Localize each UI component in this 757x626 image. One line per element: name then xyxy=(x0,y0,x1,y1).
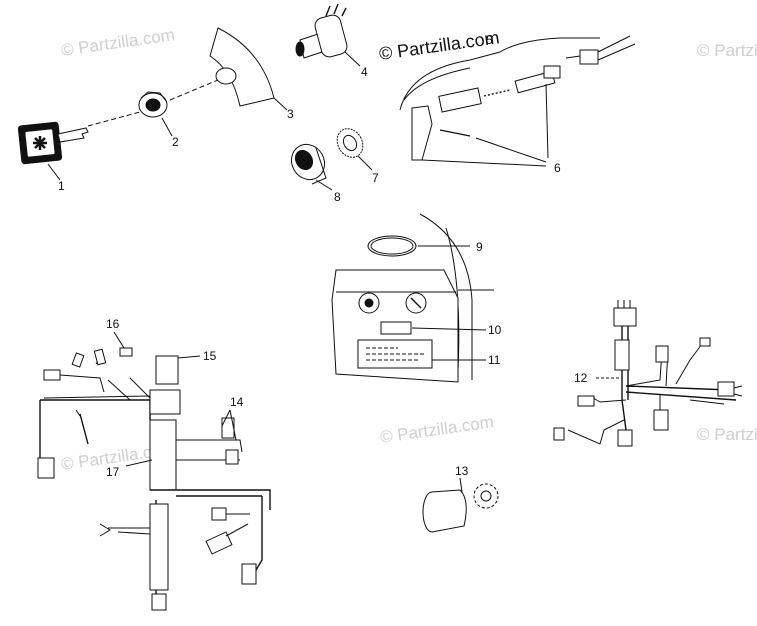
callout-15: 15 xyxy=(203,349,217,363)
callout-6: 6 xyxy=(554,161,561,175)
console-part xyxy=(331,213,494,383)
callout-7: 7 xyxy=(372,171,379,185)
nut-part xyxy=(138,91,168,118)
callout-10: 10 xyxy=(488,323,502,337)
callout-16: 16 xyxy=(106,317,120,331)
ring-nut-part xyxy=(290,143,327,185)
callout-3: 3 xyxy=(287,107,294,121)
throttle-switch-part xyxy=(399,35,636,161)
socket-part xyxy=(422,483,499,533)
watermark-bottom-right: © Partzilla.com xyxy=(697,425,757,444)
watermark-main: © Partzilla.com xyxy=(378,27,501,64)
callout-11: 11 xyxy=(488,353,501,367)
main-harness-part xyxy=(37,347,271,611)
key-part xyxy=(17,111,141,165)
callout-5: 5 xyxy=(486,33,493,47)
callout-4: 4 xyxy=(361,65,368,79)
callout-8: 8 xyxy=(334,190,341,204)
callout-labels: 1 2 3 4 5 6 7 8 9 10 11 12 13 14 15 16 1… xyxy=(58,33,588,479)
callout-14: 14 xyxy=(230,395,244,409)
watermark-top-right: © Partzilla.com xyxy=(697,41,757,60)
callout-12: 12 xyxy=(574,371,588,385)
watermark-top-left: © Partzilla.com xyxy=(60,25,176,60)
callout-13: 13 xyxy=(455,464,469,478)
callout-17: 17 xyxy=(106,465,120,479)
callout-9: 9 xyxy=(476,240,483,254)
dash-plate-part xyxy=(169,27,275,107)
callout-2: 2 xyxy=(172,135,179,149)
lock-washer-part xyxy=(336,128,364,158)
ignition-switch-part xyxy=(295,3,348,59)
small-harness-part xyxy=(553,300,743,447)
watermark-bottom-center: © Partzilla.com xyxy=(379,412,495,447)
callout-1: 1 xyxy=(58,179,65,193)
